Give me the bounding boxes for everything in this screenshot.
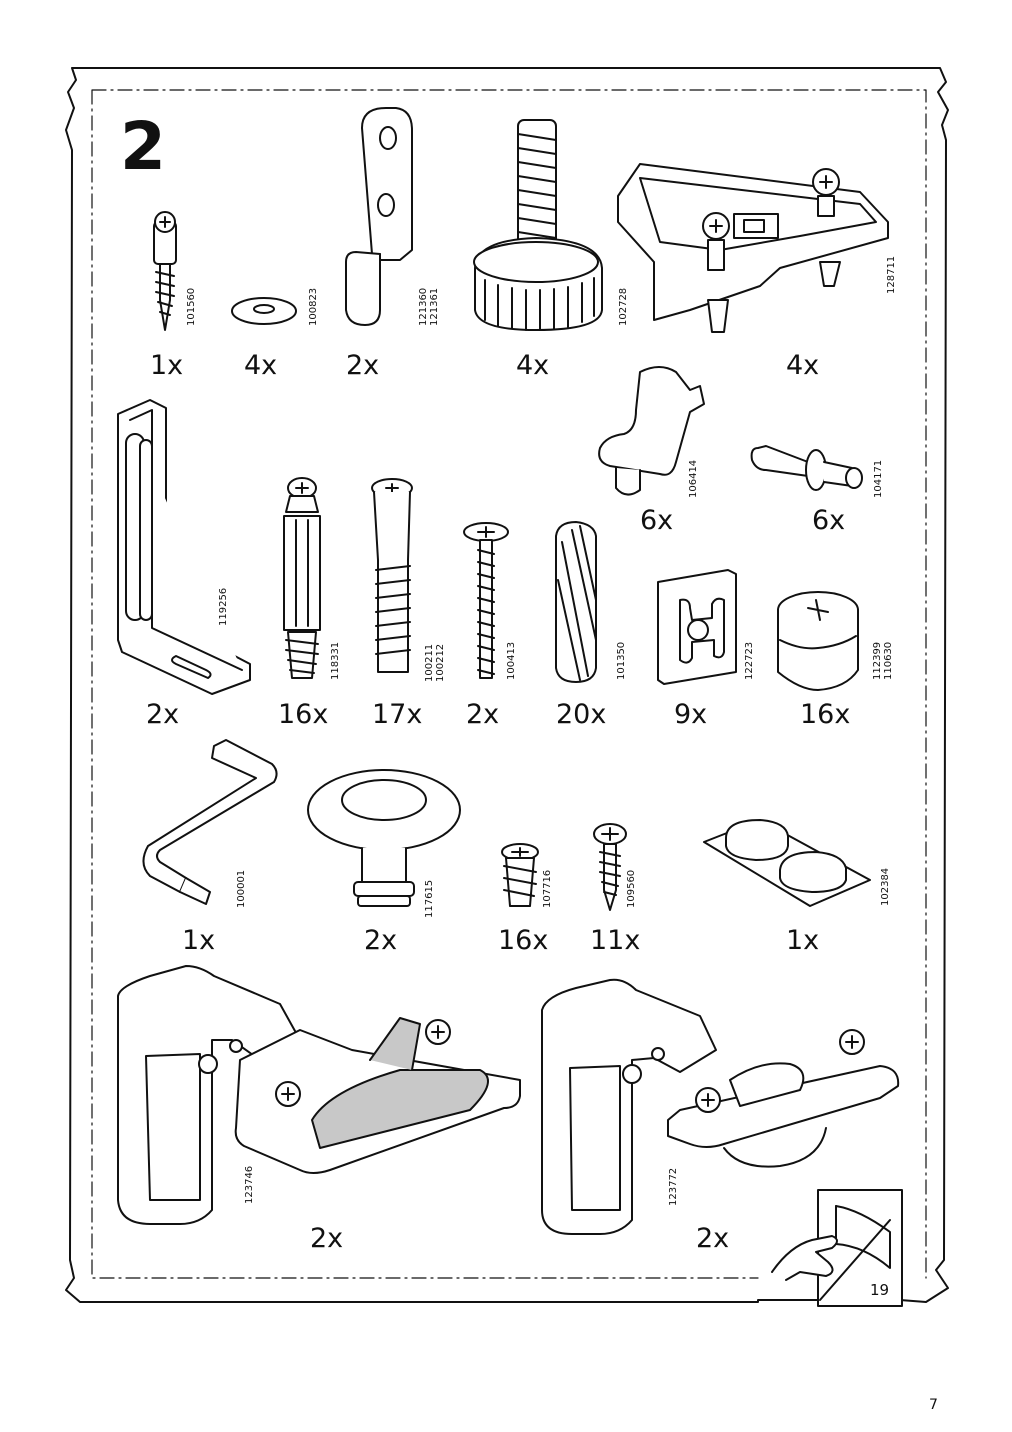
part-quantity: 16x <box>800 699 851 730</box>
step-number: 2 <box>120 108 166 185</box>
part-code: 101350 <box>616 641 627 680</box>
cam-lock-screw-icon <box>153 211 177 331</box>
shelf-support-icon <box>598 366 705 496</box>
part-code: 106414 <box>688 459 699 498</box>
part-code: 107716 <box>542 869 553 908</box>
bumper-pads-icon <box>703 819 871 907</box>
part-quantity: 17x <box>372 699 423 730</box>
adjustable-foot-icon <box>473 119 603 331</box>
part-code: 117615 <box>424 879 435 918</box>
euro-screw-icon <box>501 843 539 907</box>
part-code: 122723 <box>744 641 755 680</box>
part-quantity: 1x <box>150 350 184 381</box>
part-code: 100823 <box>308 287 319 326</box>
knob-icon <box>307 769 461 907</box>
part-code: 102728 <box>618 287 629 326</box>
clip-plate-icon <box>657 569 737 685</box>
part-code: 100211 100212 <box>424 643 446 682</box>
part-quantity: 2x <box>466 699 500 730</box>
part-quantity: 2x <box>346 350 380 381</box>
expanding-dowel-screw-icon <box>371 478 413 673</box>
part-quantity: 6x <box>640 505 674 536</box>
part-quantity: 16x <box>498 925 549 956</box>
part-quantity: 2x <box>364 925 398 956</box>
bracket-plate-icon <box>345 107 413 326</box>
washer-icon <box>231 297 297 325</box>
part-code: 119256 <box>218 587 229 626</box>
wooden-dowel-icon <box>555 521 597 683</box>
part-quantity: 2x <box>696 1223 730 1254</box>
part-code: 121360 121361 <box>418 287 440 326</box>
mounting-plate-icon <box>617 163 889 333</box>
part-code: 109560 <box>626 869 637 908</box>
cam-stud-icon <box>283 477 321 679</box>
hinge-icon <box>541 978 900 1235</box>
part-quantity: 2x <box>146 699 180 730</box>
machine-screw-icon <box>463 522 509 679</box>
part-code: 123746 <box>244 1165 255 1204</box>
cam-lock-icon <box>777 591 859 691</box>
part-quantity: 6x <box>812 505 846 536</box>
part-code: 102384 <box>880 867 891 906</box>
angle-bracket-icon <box>117 399 251 695</box>
part-quantity: 11x <box>590 925 641 956</box>
wood-screw-icon <box>593 823 627 911</box>
part-code: 101560 <box>186 287 197 326</box>
part-code: 112399 110630 <box>872 641 894 680</box>
part-code: 104171 <box>873 459 884 498</box>
part-quantity: 9x <box>674 699 708 730</box>
part-code: 100413 <box>506 641 517 680</box>
part-quantity: 4x <box>786 350 820 381</box>
page-turn-icon <box>771 1189 903 1307</box>
part-code: 100001 <box>236 869 247 908</box>
part-quantity: 4x <box>516 350 550 381</box>
part-quantity: 20x <box>556 699 607 730</box>
hinge-soft-close-icon <box>117 965 521 1225</box>
allen-key-icon <box>142 739 278 905</box>
part-quantity: 1x <box>786 925 820 956</box>
part-quantity: 2x <box>310 1223 344 1254</box>
part-quantity: 16x <box>278 699 329 730</box>
dashed-frame <box>91 89 927 1279</box>
shelf-pin-icon <box>750 445 863 491</box>
part-code: 118331 <box>330 641 341 680</box>
part-quantity: 4x <box>244 350 278 381</box>
go-to-page-number: 19 <box>870 1281 890 1299</box>
page-number: 7 <box>929 1397 938 1413</box>
part-quantity: 1x <box>182 925 216 956</box>
part-code: 123772 <box>668 1167 679 1206</box>
part-code: 128711 <box>886 255 897 294</box>
